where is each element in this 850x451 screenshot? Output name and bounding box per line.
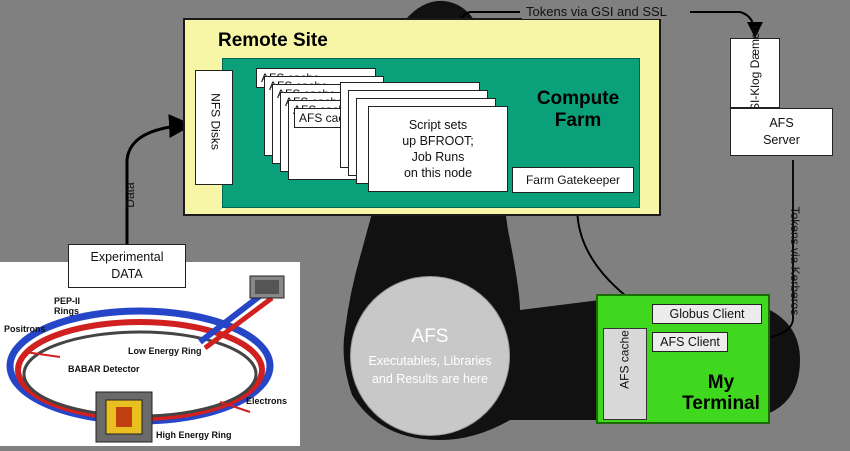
compute-farm-title: Compute Farm: [536, 88, 620, 131]
nfs-disks-label: NFS Disks: [208, 93, 223, 150]
globus-client-box: Globus Client: [652, 304, 762, 324]
farm-gatekeeper: Farm Gatekeeper: [512, 167, 634, 193]
my-terminal-title: My Terminal: [676, 372, 766, 414]
label-babar-detector: BABAR Detector: [68, 364, 140, 374]
data-arrow-label: Data: [123, 182, 137, 208]
label-pep-ii-rings: PEP-II Rings: [54, 296, 81, 316]
afs-server-line: AFS: [769, 116, 794, 130]
tokens-kerberos-label: Tokens via Kerberos: [788, 206, 802, 316]
remote-site-title: Remote Site: [218, 30, 328, 51]
afs-server-box: AFS Server: [730, 108, 833, 156]
terminal-title-line: Terminal: [682, 393, 760, 414]
terminal-afs-cache-box: [603, 328, 647, 420]
label-high-energy-ring: High Energy Ring: [156, 430, 232, 440]
afs-description-line: and Results are here: [371, 372, 489, 386]
afs-server-line: Server: [763, 133, 800, 147]
script-line: up BFROOT;: [402, 134, 474, 148]
experimental-data-line: Experimental: [90, 250, 164, 264]
gsi-klog-daemon-box: [730, 38, 780, 108]
script-line: on this node: [403, 166, 473, 180]
label-electrons: Electrons: [246, 396, 288, 406]
script-node: Script sets up BFROOT; Job Runs on this …: [368, 106, 508, 192]
tokens-gsi-ssl-label: Tokens via GSI and SSL: [522, 4, 671, 19]
afs-client-box: AFS Client: [652, 332, 728, 352]
experimental-data-box: Experimental DATA: [68, 244, 186, 288]
nfs-disks-box: [195, 70, 233, 185]
afs-title: AFS: [411, 326, 449, 347]
babar-detector-image: PEP-II Rings Positrons Low Energy Ring B…: [0, 262, 300, 446]
experimental-data-line: DATA: [111, 267, 143, 281]
script-line: Script sets: [408, 118, 468, 132]
script-line: Job Runs: [411, 150, 465, 164]
afs-description-line: Executables, Libraries: [368, 354, 492, 368]
terminal-afs-cache-label: AFS cache: [617, 330, 632, 389]
afs-storage-circle: [350, 276, 510, 436]
detector-rings-drawing: [6, 275, 285, 443]
afs-description: Executables, Libraries and Results are h…: [356, 352, 504, 388]
label-low-energy-ring: Low Energy Ring: [128, 346, 202, 356]
label-positrons: Positrons: [4, 324, 46, 334]
terminal-title-line: My: [707, 372, 735, 393]
